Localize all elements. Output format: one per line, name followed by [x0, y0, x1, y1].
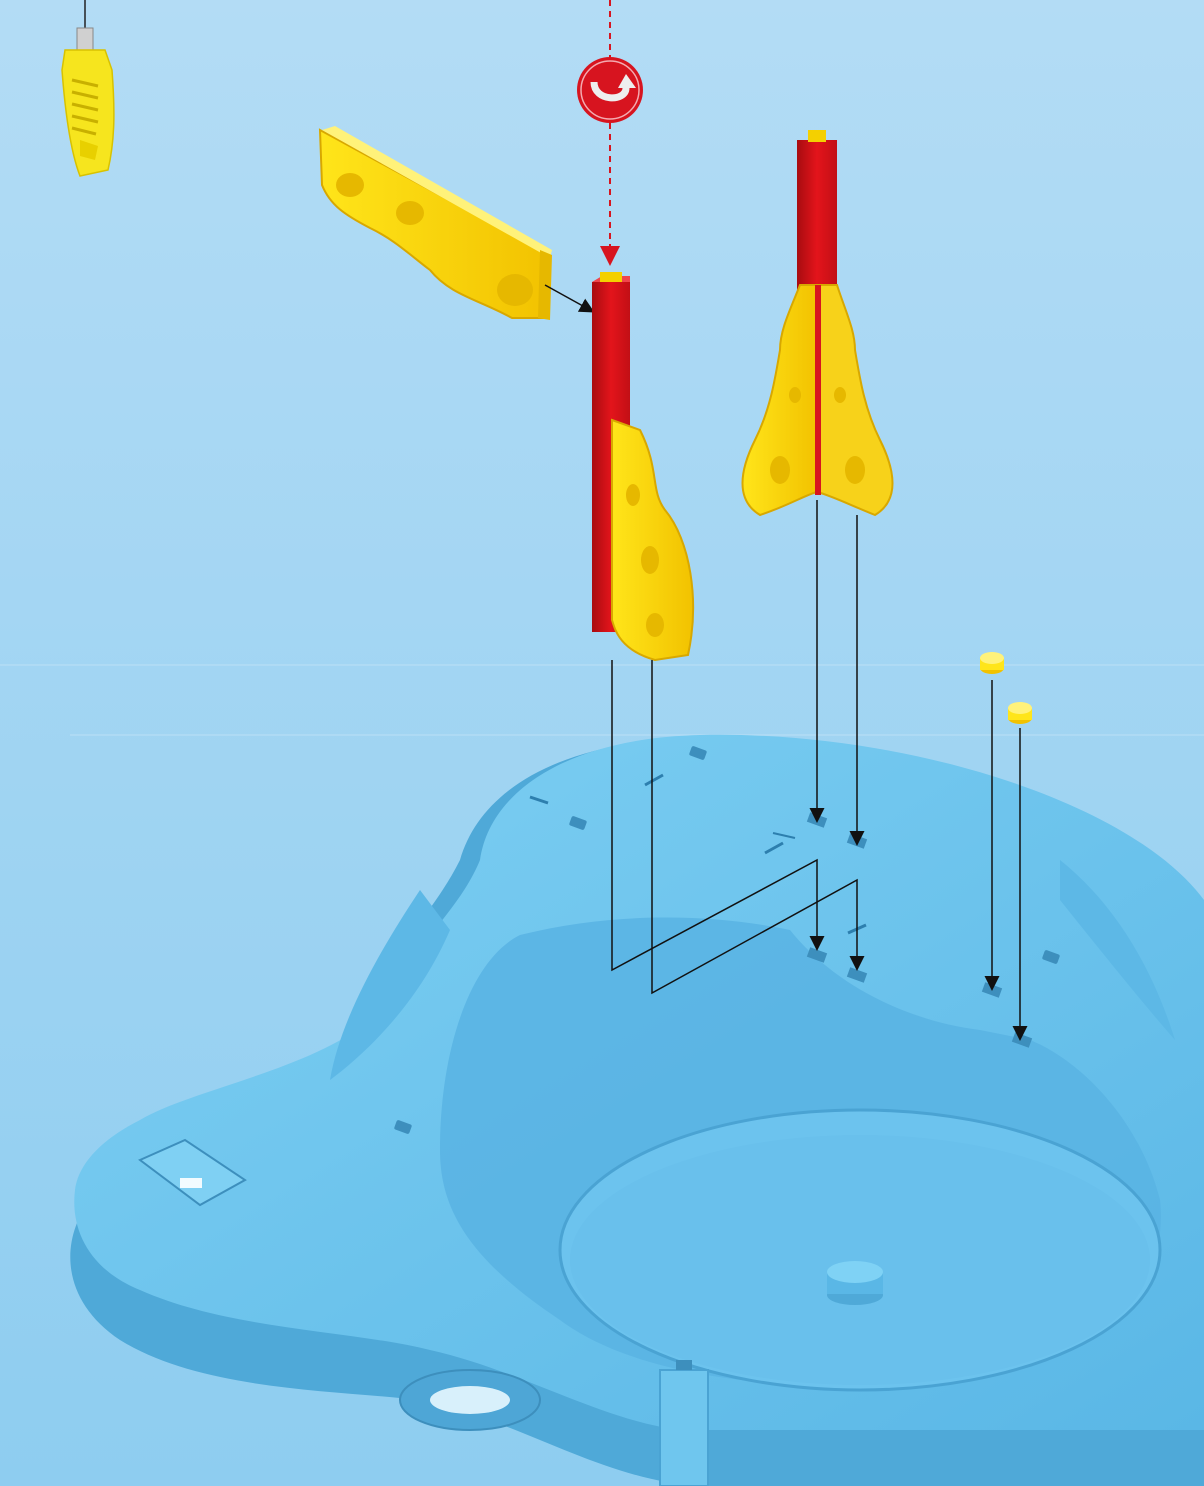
peg-a — [980, 652, 1004, 674]
rotate-arrow-icon — [577, 57, 643, 123]
peg-b — [1008, 702, 1032, 724]
